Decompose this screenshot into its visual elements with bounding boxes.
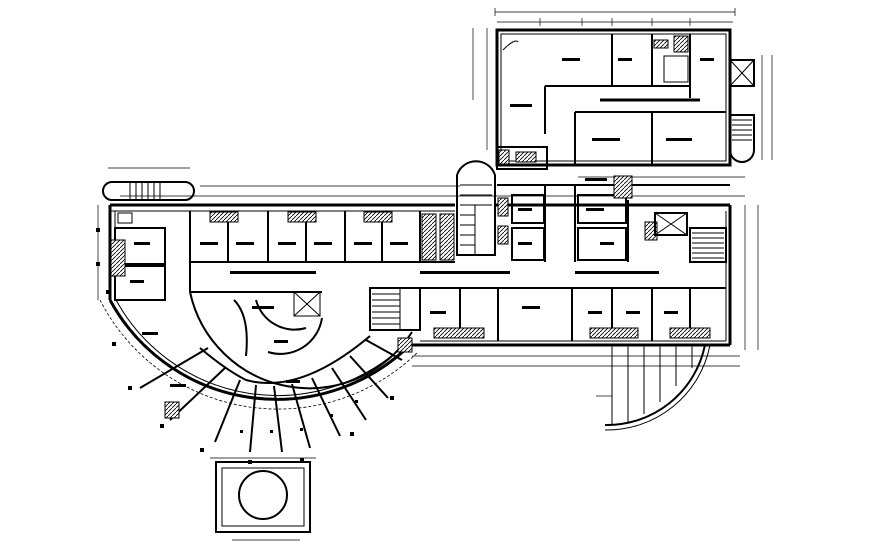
stair-icon (729, 114, 755, 163)
stair-icon (369, 287, 421, 331)
toilet-fixture-icon (209, 211, 393, 223)
stair-icon (456, 160, 496, 256)
north-wing (472, 8, 773, 170)
lift-shaft-icon (654, 212, 688, 236)
dim-ticks-top (539, 18, 691, 26)
circular-rotunda-icon (210, 457, 316, 541)
stair-icon (102, 181, 195, 201)
stair-treads-c (372, 288, 401, 330)
stair-treads-w (129, 183, 161, 199)
entrance-canopy (596, 344, 711, 431)
lift-shaft-icon (293, 291, 321, 317)
radial-partitions (139, 339, 403, 453)
spiral-treads (460, 184, 492, 255)
lift-shaft-icon (729, 59, 755, 87)
stair-treads-e (692, 232, 724, 259)
curved-facade (108, 299, 412, 401)
stair-treads-ne (732, 119, 752, 141)
main-corridor-block (110, 160, 759, 431)
west-wing (96, 167, 419, 541)
